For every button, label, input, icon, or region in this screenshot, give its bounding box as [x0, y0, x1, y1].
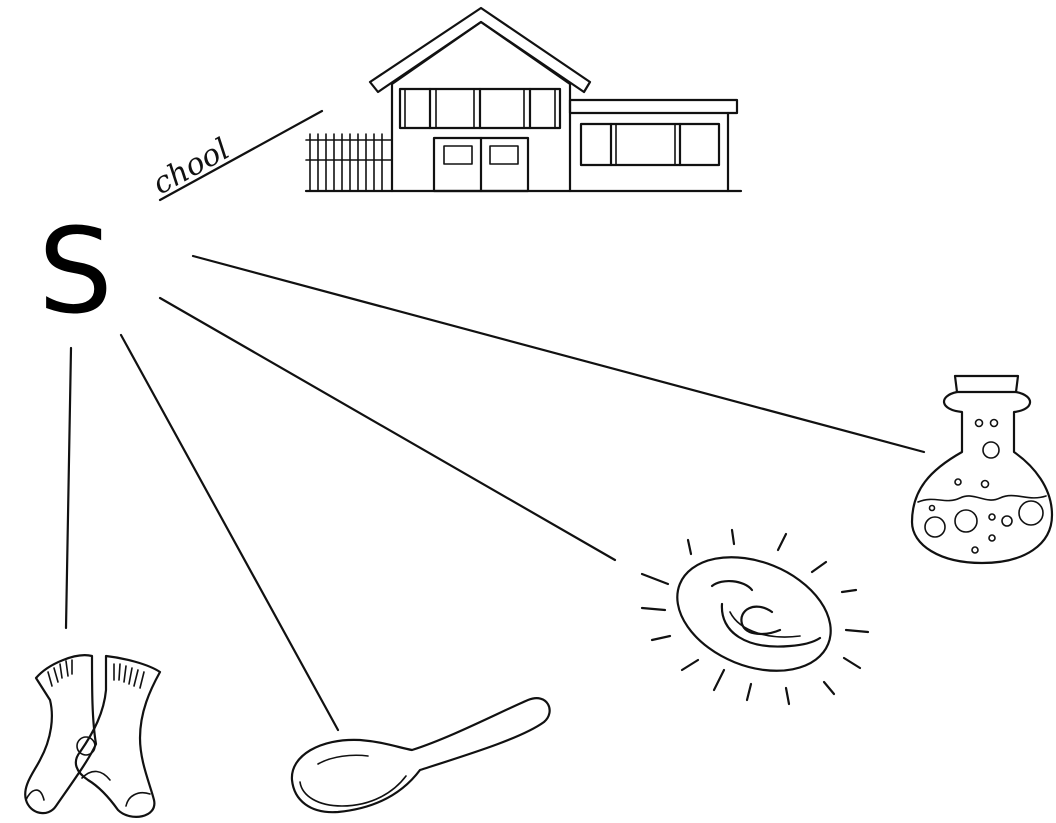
connector-to-spoon: [121, 335, 338, 730]
connector-to-flask: [193, 256, 924, 452]
central-letter: S: [38, 202, 113, 340]
school-building-icon: [306, 8, 741, 191]
school-word-label: chool: [147, 132, 236, 202]
connector-to-socks: [66, 348, 71, 628]
smiling-sun-icon: [642, 530, 868, 704]
connector-to-sun: [160, 298, 615, 560]
potion-flask-icon: [912, 376, 1052, 563]
socks-icon: [25, 655, 160, 817]
